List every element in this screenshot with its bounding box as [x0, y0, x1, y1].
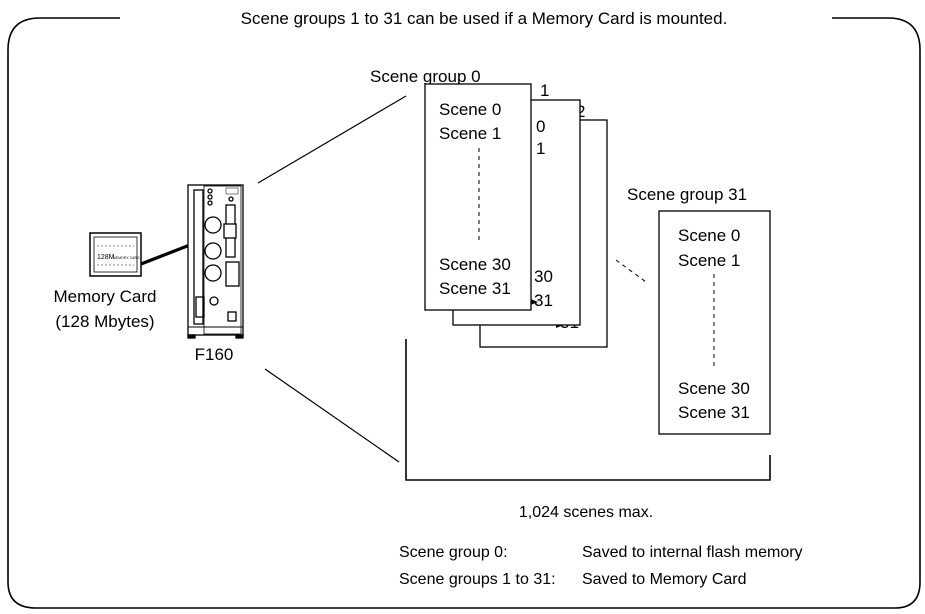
- scene-group-2-number: 2: [576, 102, 585, 121]
- legend-group1-31-value: Saved to Memory Card: [582, 571, 747, 588]
- scene-group-1-scene-0: 0: [536, 117, 545, 136]
- intermediate-groups-ellipsis: [615, 259, 647, 283]
- scene-group-31-scene-1: Scene 1: [678, 251, 740, 270]
- scene-group-31-scene-0: Scene 0: [678, 226, 740, 245]
- memory-card-capacity-label: (128 Mbytes): [55, 312, 154, 331]
- memory-card-capacity-text: 128M: [97, 254, 115, 261]
- scene-group-1-scene-31: 31: [534, 291, 553, 310]
- scene-group-1-scene-30: 30: [534, 267, 553, 286]
- scene-group-0-scene-30: Scene 30: [439, 255, 511, 274]
- outer-frame: [7, 17, 921, 609]
- memory-card-brand-text: MEMORY CARD: [113, 256, 140, 260]
- f160-label: F160: [195, 345, 234, 364]
- f160-controller-icon: [187, 184, 244, 339]
- header-note: Scene groups 1 to 31 can be used if a Me…: [241, 9, 728, 28]
- scene-group-1-number: 1: [540, 81, 549, 100]
- total-scenes-bracket: [405, 339, 771, 481]
- scene-group-0-scene-0: Scene 0: [439, 100, 501, 119]
- scene-group-0-scene-31: Scene 31: [439, 279, 511, 298]
- scene-group-31-scene-30: Scene 30: [678, 379, 750, 398]
- legend-group1-31-label: Scene groups 1 to 31:: [399, 571, 556, 588]
- scene-group-0-title: Scene group 0: [370, 67, 481, 86]
- scene-group-31-title: Scene group 31: [627, 185, 747, 204]
- perspective-line-top: [257, 95, 407, 184]
- scene-group-1-scene-1: 1: [536, 139, 545, 158]
- perspective-line-bottom: [264, 368, 400, 463]
- scene-group-0-scene-1: Scene 1: [439, 124, 501, 143]
- memory-card-icon: 128M MEMORY CARD: [89, 232, 142, 277]
- legend-group0-value: Saved to internal flash memory: [582, 544, 803, 561]
- memory-card-label: Memory Card: [54, 287, 157, 306]
- scene-group-31-scene-31: Scene 31: [678, 403, 750, 422]
- scene-group-0-page: [424, 83, 532, 311]
- legend-group0-label: Scene group 0:: [399, 544, 508, 561]
- total-scenes-label: 1,024 scenes max.: [519, 504, 653, 521]
